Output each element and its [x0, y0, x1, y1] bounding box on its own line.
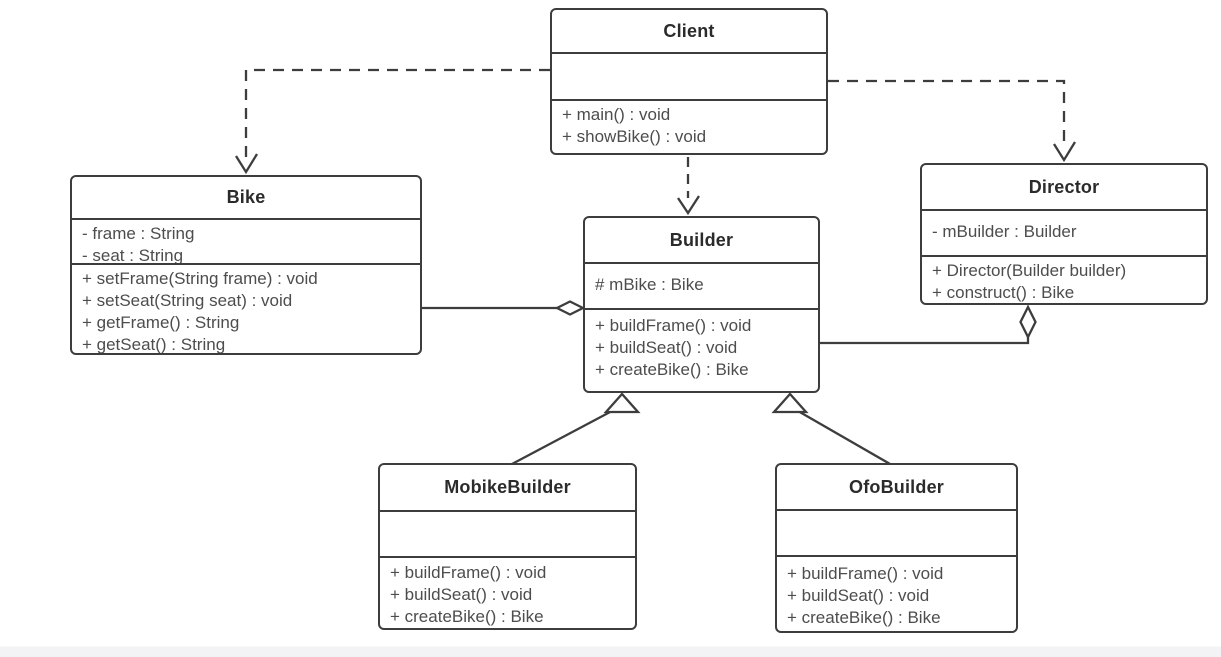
- class-box-client: Client + main() : void + showBike() : vo…: [550, 8, 828, 155]
- class-title: Director: [1028, 176, 1100, 197]
- method: + buildFrame() : void: [787, 564, 944, 583]
- method: + createBike() : Bike: [390, 607, 544, 626]
- class-box-mobikebuilder: MobikeBuilder + buildFrame() : void + bu…: [378, 463, 637, 630]
- class-attributes: - mBuilder : Builder: [922, 209, 1206, 255]
- method: + showBike() : void: [562, 127, 707, 146]
- dependency-client-to-bike: [235, 68, 550, 175]
- attribute: - mBuilder : Builder: [932, 222, 1077, 241]
- class-attributes: - frame : String - seat : String: [72, 218, 420, 265]
- method: + buildSeat() : void: [787, 586, 930, 605]
- method: + setFrame(String frame) : void: [82, 269, 318, 288]
- class-methods: + buildFrame() : void + buildSeat() : vo…: [380, 556, 635, 628]
- inheritance-mobikebuilder-builder: [511, 392, 641, 466]
- class-methods: + main() : void + showBike() : void: [552, 99, 826, 153]
- class-box-builder: Builder # mBike : Bike + buildFrame() : …: [583, 216, 820, 393]
- method: + buildFrame() : void: [390, 563, 547, 582]
- class-attributes: [552, 52, 826, 99]
- class-methods: + buildFrame() : void + buildSeat() : vo…: [777, 555, 1016, 631]
- class-box-director: Director - mBuilder : Builder + Director…: [920, 163, 1208, 305]
- class-title: OfoBuilder: [849, 476, 944, 497]
- class-title: Bike: [226, 187, 266, 207]
- class-methods: + buildFrame() : void + buildSeat() : vo…: [585, 308, 818, 391]
- class-box-bike: Bike - frame : String - seat : String + …: [70, 175, 422, 355]
- bottom-edge-strip: [0, 646, 1221, 657]
- method: + buildFrame() : void: [595, 316, 752, 335]
- method: + getFrame() : String: [82, 313, 240, 332]
- method: + createBike() : Bike: [595, 360, 749, 379]
- class-attributes: # mBike : Bike: [585, 262, 818, 308]
- aggregation-director-builder: [820, 304, 1037, 345]
- dependency-client-to-builder: [677, 157, 700, 216]
- attribute: - frame : String: [82, 224, 195, 243]
- method: + setSeat(String seat) : void: [82, 291, 293, 310]
- method: + createBike() : Bike: [787, 608, 941, 627]
- class-title: Builder: [669, 229, 734, 250]
- method: + buildSeat() : void: [595, 338, 738, 357]
- class-title: Client: [663, 20, 715, 41]
- attribute: # mBike : Bike: [595, 275, 704, 294]
- class-title: MobikeBuilder: [444, 477, 571, 497]
- class-methods: + setFrame(String frame) : void + setSea…: [72, 263, 420, 354]
- aggregation-builder-bike: [422, 300, 586, 316]
- class-attributes: [380, 510, 635, 556]
- method: + buildSeat() : void: [390, 585, 533, 604]
- inheritance-ofobuilder-builder: [771, 392, 891, 465]
- class-methods: + Director(Builder builder) + construct(…: [922, 255, 1206, 303]
- method: + main() : void: [562, 105, 671, 124]
- class-box-ofobuilder: OfoBuilder + buildFrame() : void + build…: [775, 463, 1018, 633]
- method: + getSeat() : String: [82, 335, 226, 354]
- method: + Director(Builder builder): [932, 261, 1127, 280]
- dependency-client-to-director: [828, 79, 1076, 163]
- attribute: - seat : String: [82, 246, 184, 265]
- class-attributes: [777, 509, 1016, 555]
- method: + construct() : Bike: [932, 283, 1075, 302]
